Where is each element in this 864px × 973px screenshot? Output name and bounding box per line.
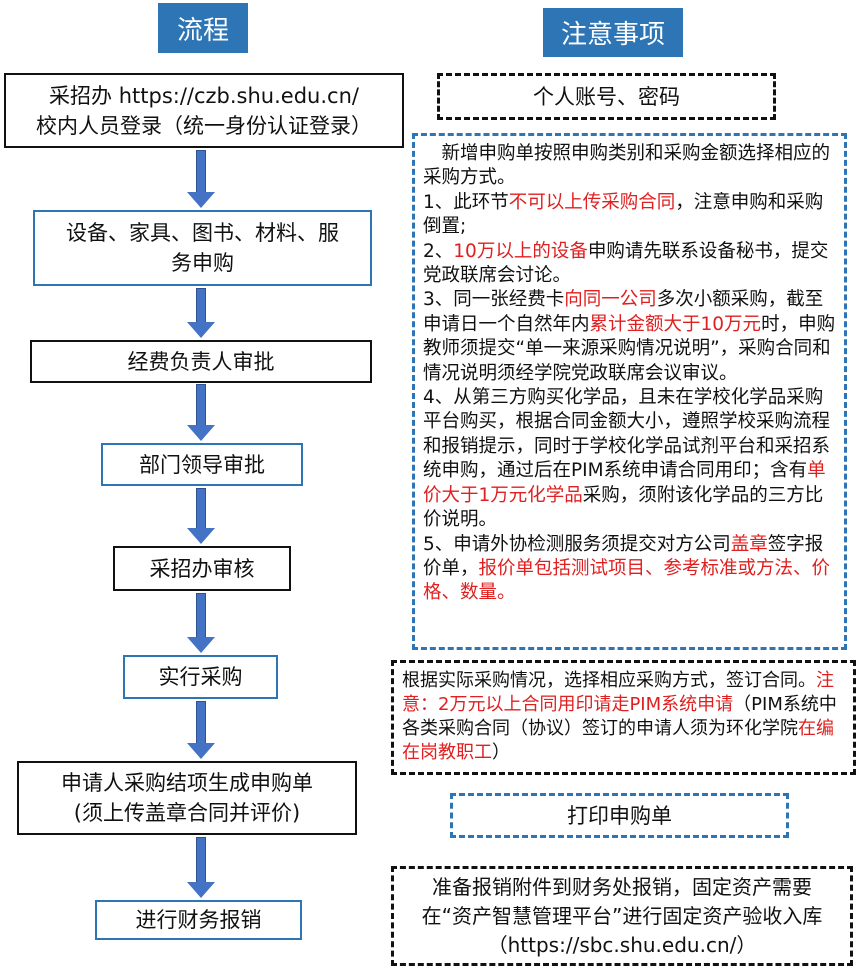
note-contract-rules: 根据实际采购情况，选择相应采购方式，签订合同。注意：2万元以上合同用印请走PIM… (391, 660, 856, 775)
step-login: 采招办 https://czb.shu.edu.cn/校内人员登录（统一身份认证… (4, 73, 404, 148)
highlighted-text: 不可以上传采购合同 (508, 191, 676, 213)
step-office-review: 采招办审核 (113, 546, 291, 591)
highlighted-text: 10万以上的设备 (453, 240, 588, 262)
note-print-order: 打印申购单 (450, 793, 789, 838)
highlighted-text: 单价大于1万元化学品 (423, 460, 826, 506)
step-text: (须上传盖章合同并评价) (73, 801, 301, 825)
note-text: 多次小额采购，截至申请日一个自然年内 (423, 289, 824, 335)
note-text: 新增申购单按照申购类别和采购金额选择相应的采购方式。 (423, 143, 831, 189)
highlighted-text: 累计金额大于10万元 (589, 313, 762, 335)
note-text: 1、此环节 (423, 191, 509, 213)
note-purchase-rules: 新增申购单按照申购类别和采购金额选择相应的采购方式。1、此环节不可以上传采购合同… (412, 133, 847, 650)
note-text: 3、同一张经费卡 (423, 289, 565, 311)
note-account: 个人账号、密码 (437, 73, 776, 120)
note-text: ，注意申购和采购倒置; (423, 191, 824, 238)
flow-title: 流程 (158, 3, 248, 53)
notes-title: 注意事项 (543, 8, 683, 57)
note-text: 时，申购教师须提交“单一来源采购情况说明”，采购合同和情况说明须经学院党政联席会… (423, 313, 836, 384)
step-text: 务申购 (171, 251, 234, 275)
note-text: 4、从第三方购买化学品，且未在学校化学品采购平台购买，根据合同金额大小，遵照学校… (423, 387, 831, 482)
highlighted-text: 盖章 (730, 533, 768, 555)
step-text: 申请人采购结项生成申购单 (61, 771, 313, 795)
note-text: 根据实际采购情况，选择相应采购方式，签订合同。 (402, 670, 816, 691)
step-text: 采招办 https://czb.shu.edu.cn/ (49, 83, 359, 108)
note-text: 5、申请外协检测服务须提交对方公司 (423, 533, 731, 555)
step-reimburse: 进行财务报销 (95, 900, 302, 940)
highlighted-text: 注意：2万元以上合同用印请走PIM系统申请 (402, 670, 834, 715)
step-purchase: 实行采购 (123, 655, 278, 699)
note-text: ） (492, 742, 510, 763)
step-dept-approval: 部门领导审批 (101, 443, 303, 486)
note-reimburse: 准备报销附件到财务处报销，固定资产需要在“资产智慧管理平台”进行固定资产验收入库… (391, 866, 853, 966)
step-close-order: 申请人采购结项生成申购单 (须上传盖章合同并评价) (17, 761, 357, 835)
note-text: （PIM系统中各类采购合同（协议）签订的申请人须为环化学院 (402, 694, 837, 739)
note-text: 申购请先联系设备秘书，提交党政联席会讨论。 (423, 240, 829, 287)
step-text: 校内人员登录（统一身份认证登录） (36, 113, 372, 138)
step-text: 设备、家具、图书、材料、服 (66, 221, 339, 245)
note-text: 采购，须附该化学品的三方比价说明。 (423, 484, 824, 531)
highlighted-text: 向同一公司 (564, 289, 657, 311)
highlighted-text: 在编在岗教职工 (402, 718, 834, 763)
note-text: 签字报价单， (423, 533, 824, 579)
note-text: 2、 (423, 240, 454, 262)
highlighted-text: 报价单包括测试项目、参考标准或方法、价格、数量。 (423, 557, 831, 604)
step-apply: 设备、家具、图书、材料、服务申购 (33, 210, 372, 286)
step-fund-approval: 经费负责人审批 (30, 340, 372, 383)
